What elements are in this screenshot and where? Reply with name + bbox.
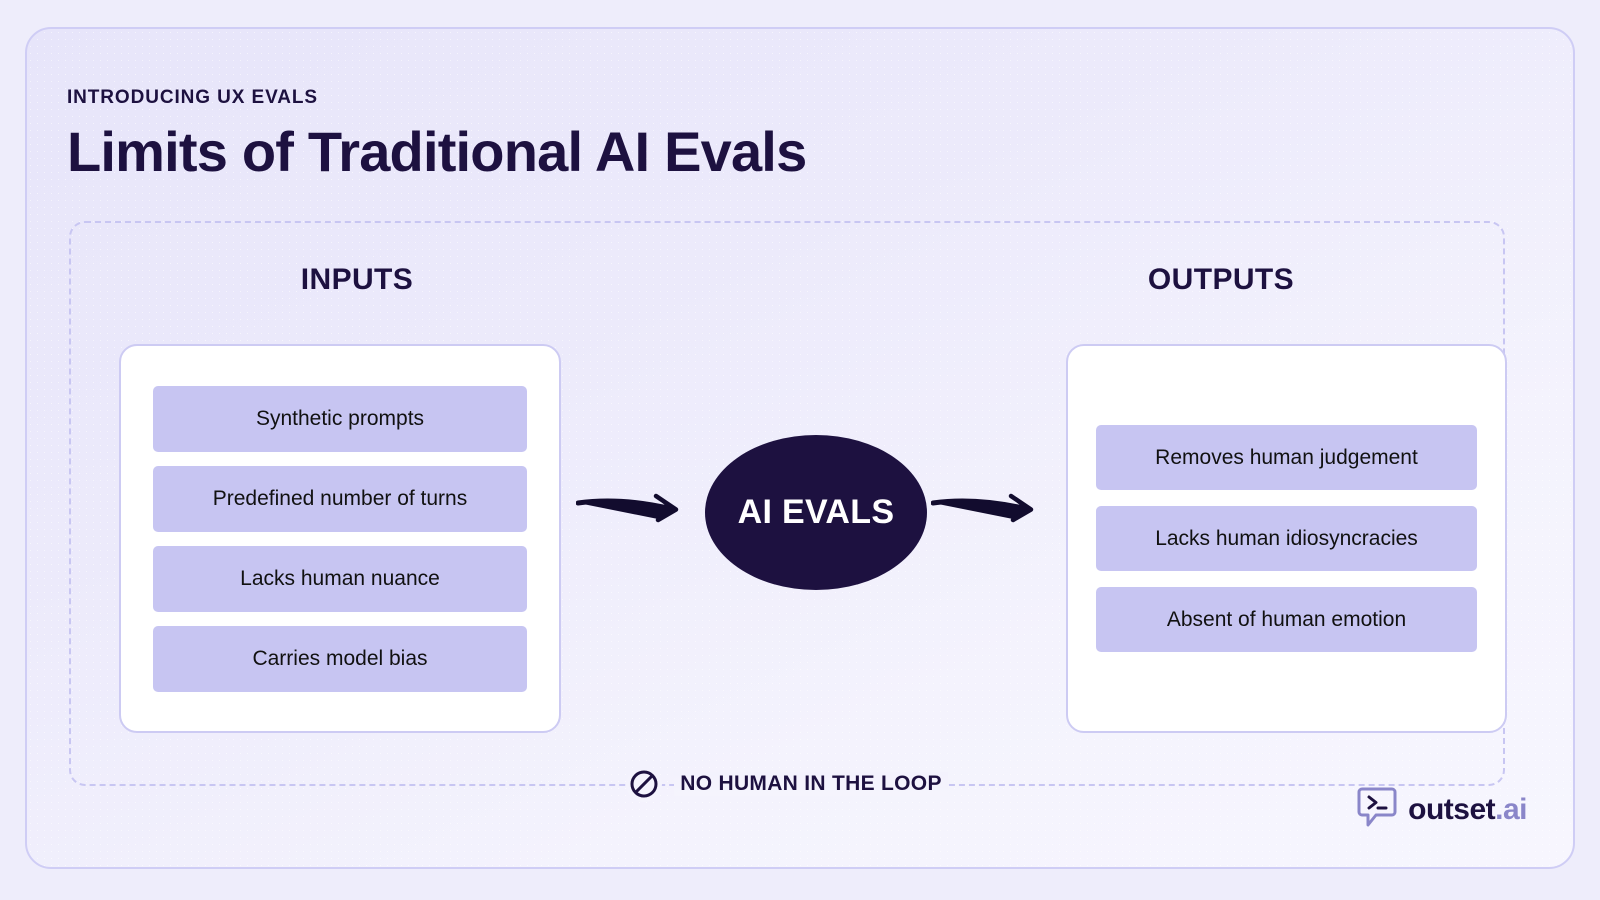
no-human-in-the-loop-note: NO HUMAN IN THE LOOP [71,766,1503,802]
ai-evals-node: AI EVALS [705,435,927,590]
poster-frame: INTRODUCING UX EVALS Limits of Tradition… [25,27,1575,869]
no-human-in-the-loop-label: NO HUMAN IN THE LOOP [674,772,948,796]
outputs-heading: OUTPUTS [1147,263,1295,296]
arrow-inputs-to-evals [576,493,679,523]
arrow-evals-to-outputs [931,493,1034,523]
output-pill[interactable]: Removes human judgement [1096,425,1477,490]
brand-name: outset [1408,792,1496,826]
outputs-card: Removes human judgement Lacks human idio… [1066,344,1507,733]
ai-evals-label: AI EVALS [737,493,895,531]
inputs-card: Synthetic prompts Predefined number of t… [119,344,561,733]
brand-wordmark: outset.ai [1408,793,1527,827]
eyebrow-label: INTRODUCING UX EVALS [67,87,318,108]
input-pill[interactable]: Synthetic prompts [153,385,527,452]
input-pill[interactable]: Carries model bias [153,625,527,692]
brand-suffix: .ai [1495,792,1527,826]
inputs-heading: INPUTS [300,263,414,296]
page-title: Limits of Traditional AI Evals [67,120,807,183]
input-pill[interactable]: Lacks human nuance [153,545,527,612]
header: INTRODUCING UX EVALS Limits of Tradition… [67,87,807,183]
terminal-speech-bubble-icon [1357,786,1397,833]
no-entry-icon [626,766,663,802]
input-pill[interactable]: Predefined number of turns [153,465,527,532]
brand-logo[interactable]: outset.ai [1357,786,1527,833]
diagram-container: INPUTS OUTPUTS Synthetic prompts Predefi… [69,221,1507,802]
output-pill[interactable]: Absent of human emotion [1096,587,1477,652]
output-pill[interactable]: Lacks human idiosyncracies [1096,506,1477,571]
